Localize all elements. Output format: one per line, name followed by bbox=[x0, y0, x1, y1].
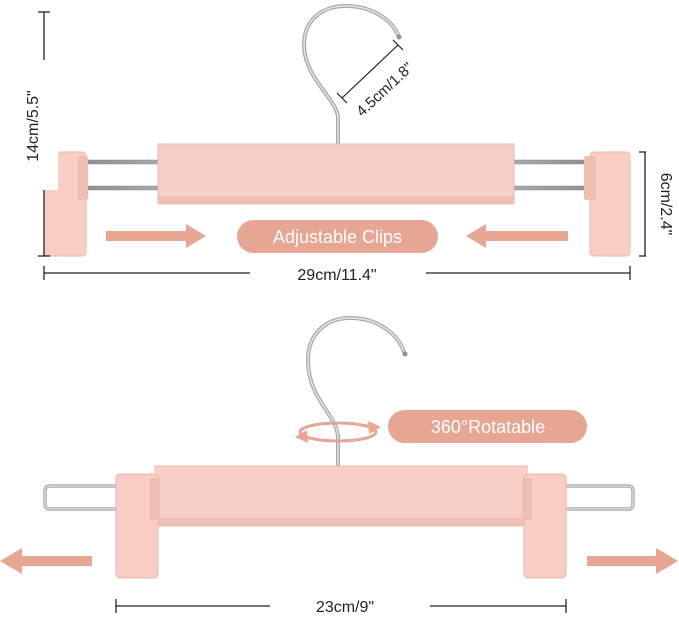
bottom-hanger: 360°Rotatable 23cm/9" bbox=[0, 315, 678, 618]
height-dimension-label: 14cm/5.5" bbox=[25, 90, 42, 162]
bottom-hook bbox=[305, 315, 406, 472]
bottom-width-dimension-label: 23cm/9" bbox=[316, 599, 374, 616]
bottom-right-clip bbox=[522, 473, 567, 579]
top-right-clip bbox=[584, 151, 631, 257]
top-width-dimension-label: 29cm/11.4" bbox=[297, 267, 376, 284]
rotate-icon bbox=[295, 421, 381, 443]
clip-dimension-label: 6cm/2.4" bbox=[657, 173, 674, 236]
arrow-right-outward-icon bbox=[587, 548, 678, 574]
bottom-left-clip bbox=[115, 473, 160, 579]
top-hanger: Adjustable Clips 14cm/5.5" 4.5cm/1.8" 6c… bbox=[25, 3, 676, 284]
arrow-left-icon bbox=[466, 224, 568, 248]
rotatable-pill bbox=[388, 410, 587, 443]
arrow-right-icon bbox=[106, 224, 206, 248]
rotatable-label: 360°Rotatable bbox=[431, 417, 545, 437]
top-hook bbox=[301, 3, 400, 150]
bottom-left-wire bbox=[43, 484, 118, 511]
bottom-bar bbox=[154, 465, 528, 527]
arrow-left-outward-icon bbox=[0, 548, 92, 574]
adjustable-clips-label: Adjustable Clips bbox=[273, 227, 402, 247]
bottom-right-wire bbox=[562, 484, 635, 511]
hook-dimension-label: 4.5cm/1.8" bbox=[353, 59, 417, 120]
adjustable-clips-pill bbox=[237, 220, 438, 253]
top-bar bbox=[157, 143, 515, 205]
hook-dimension-line bbox=[341, 44, 399, 99]
